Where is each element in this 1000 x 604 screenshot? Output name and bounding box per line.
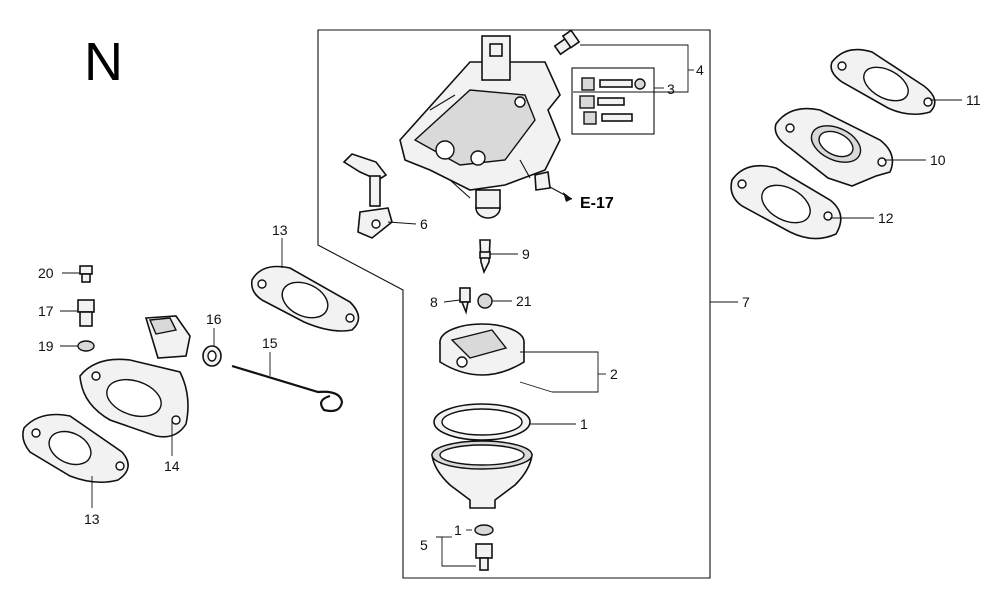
- drain-screw: [459, 287, 471, 315]
- gasket-13-upper: [250, 265, 360, 332]
- e17-arrow: [563, 192, 572, 202]
- callout-2: 2: [610, 366, 618, 382]
- bowl-bolt: [475, 543, 493, 571]
- callout-5: 5: [420, 537, 428, 553]
- screw-20: [79, 265, 93, 283]
- choke-lever: [342, 153, 393, 239]
- callout-10: 10: [930, 152, 946, 168]
- gasket-12: [730, 164, 842, 240]
- callout-8: 8: [430, 294, 438, 310]
- float-bowl: [431, 440, 533, 509]
- callout-4: 4: [696, 62, 704, 78]
- float: [439, 323, 525, 376]
- callout-11: 11: [966, 92, 981, 108]
- callout-12: 12: [878, 210, 894, 226]
- callout-14: 14: [164, 458, 180, 474]
- callout-1: 1: [580, 416, 588, 432]
- callout-6: 6: [420, 216, 428, 232]
- callouts: 4 3 6 9 8 21 2 1 7 1 5 11 10 12 20 17 19…: [38, 62, 981, 553]
- gasket-13-lower: [22, 413, 129, 484]
- bowl-washer: [474, 524, 494, 536]
- gasket-11: [830, 48, 936, 116]
- callout-7: 7: [742, 294, 750, 310]
- float-pin-clip: [477, 293, 493, 309]
- insulator-10: [774, 107, 894, 187]
- callout-16: 16: [206, 311, 222, 327]
- callout-1b: 1: [454, 522, 462, 538]
- callout-9: 9: [522, 246, 530, 262]
- callout-20: 20: [38, 265, 54, 281]
- fitting-17: [77, 299, 95, 327]
- nut-19: [77, 340, 95, 352]
- callout-13-upper: 13: [272, 222, 288, 238]
- screw-set-box: [571, 67, 655, 135]
- callout-13-lower: 13: [84, 511, 100, 527]
- insulator-14: [79, 315, 191, 438]
- assembly-boundary: [317, 29, 711, 579]
- float-needle: [479, 239, 491, 275]
- float-pin: [519, 381, 553, 393]
- top-screw: [553, 29, 581, 56]
- reference-e17: E-17: [580, 195, 614, 212]
- callout-17: 17: [38, 303, 54, 319]
- section-letter: N: [84, 32, 123, 92]
- adjusting-screws: [579, 77, 646, 125]
- leader-lines: [60, 44, 962, 567]
- grommet-16: [202, 345, 222, 367]
- float-bowl-gasket: [433, 403, 531, 441]
- callout-3: 3: [667, 81, 675, 97]
- callout-19: 19: [38, 338, 54, 354]
- carburetor-body: [399, 35, 561, 219]
- callout-21: 21: [516, 293, 532, 309]
- choke-rod-15: [231, 364, 344, 413]
- callout-15: 15: [262, 335, 278, 351]
